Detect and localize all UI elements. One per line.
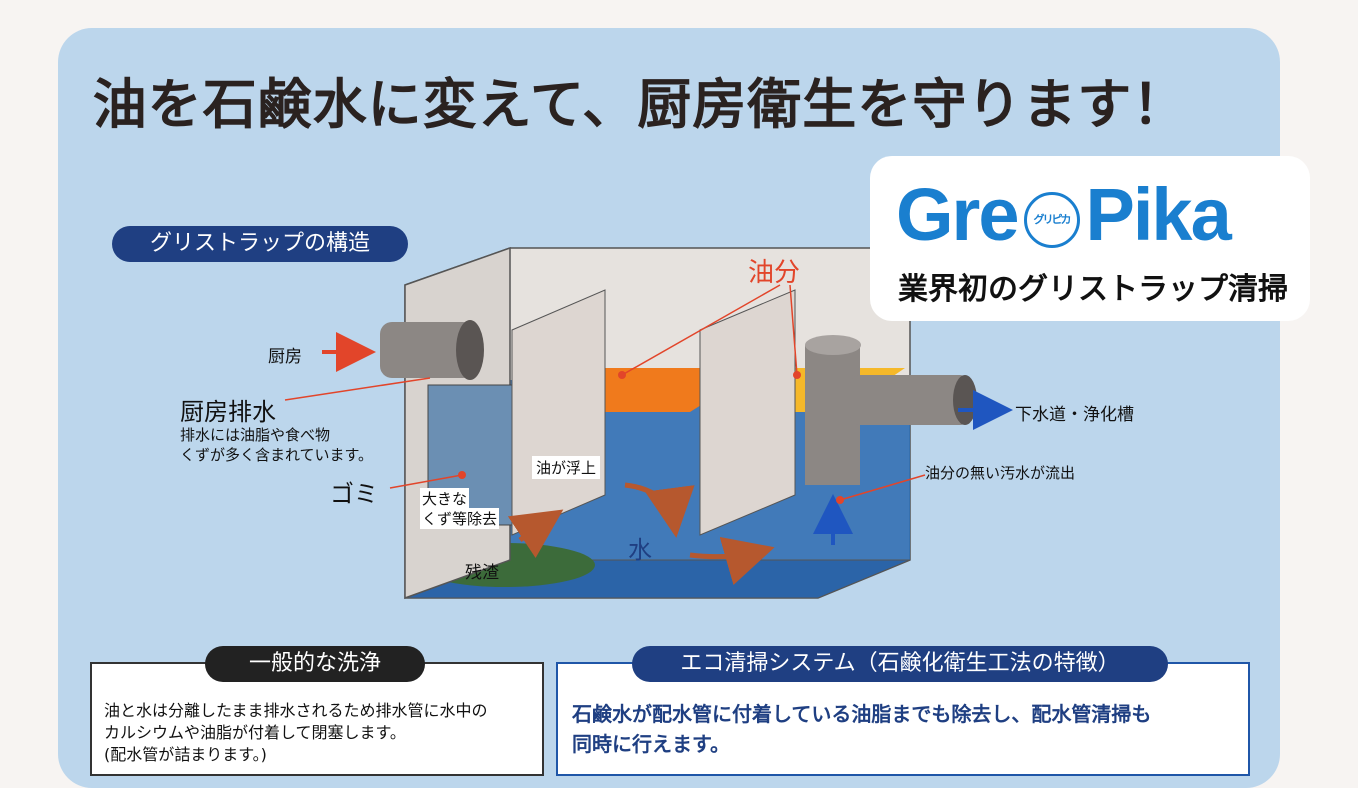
label-residue: 残渣	[465, 563, 499, 583]
label-outflow: 油分の無い汚水が流出	[925, 464, 1076, 482]
partition-1	[511, 289, 606, 536]
label-oil: 油分	[748, 258, 801, 288]
general-line-3: (配水管が詰まります。)	[104, 745, 267, 764]
flow-arrow-1	[624, 482, 695, 538]
eco-title: エコ清掃システム（石鹸化衛生工法の特徴）	[632, 646, 1168, 682]
headline: 油を石鹸水に変えて、厨房衛生を守ります！	[92, 73, 1188, 136]
general-line-1: 油と水は分離したまま排水されるため排水管に水中の	[104, 701, 488, 720]
label-kitchen: 厨房	[268, 347, 302, 367]
label-drain-note-1: 排水には油脂や食べ物	[180, 426, 331, 444]
label-basket-1: 大きな	[420, 488, 470, 509]
partition-2	[699, 289, 796, 536]
inlet-pipe	[380, 322, 475, 378]
flow-arrow-3	[507, 509, 564, 558]
eco-line-2: 同時に行えます。	[572, 732, 730, 756]
label-water: 水	[628, 536, 652, 564]
logo-pika: Pika	[1085, 173, 1232, 256]
logo-subtitle: 業界初のグリストラップ清掃	[898, 272, 1288, 307]
label-kitchen-drain: 厨房排水	[180, 398, 276, 426]
section-label: グリストラップの構造	[112, 226, 408, 262]
label-sewer: 下水道・浄化槽	[1015, 405, 1134, 425]
label-drain-note-2: くずが多く含まれています。	[180, 446, 374, 464]
logo-badge: グリピカ	[1023, 192, 1080, 249]
general-title: 一般的な洗浄	[205, 646, 425, 682]
eco-line-1: 石鹸水が配水管に付着している油脂までも除去し、配水管清掃も	[572, 702, 1152, 726]
flow-arrow-2	[689, 536, 775, 586]
logo-gre: Gre	[896, 173, 1020, 256]
general-line-2: カルシウムや油脂が付着して閉塞します。	[104, 723, 406, 742]
label-oil-float: 油が浮上	[532, 456, 601, 479]
label-garbage: ゴミ	[330, 480, 378, 508]
label-basket-2: くず等除去	[420, 508, 500, 529]
general-cleaning-box: 油と水は分離したまま排水されるため排水管に水中の カルシウムや油脂が付着して閉塞…	[90, 662, 544, 776]
outlet-pipe	[850, 375, 970, 425]
